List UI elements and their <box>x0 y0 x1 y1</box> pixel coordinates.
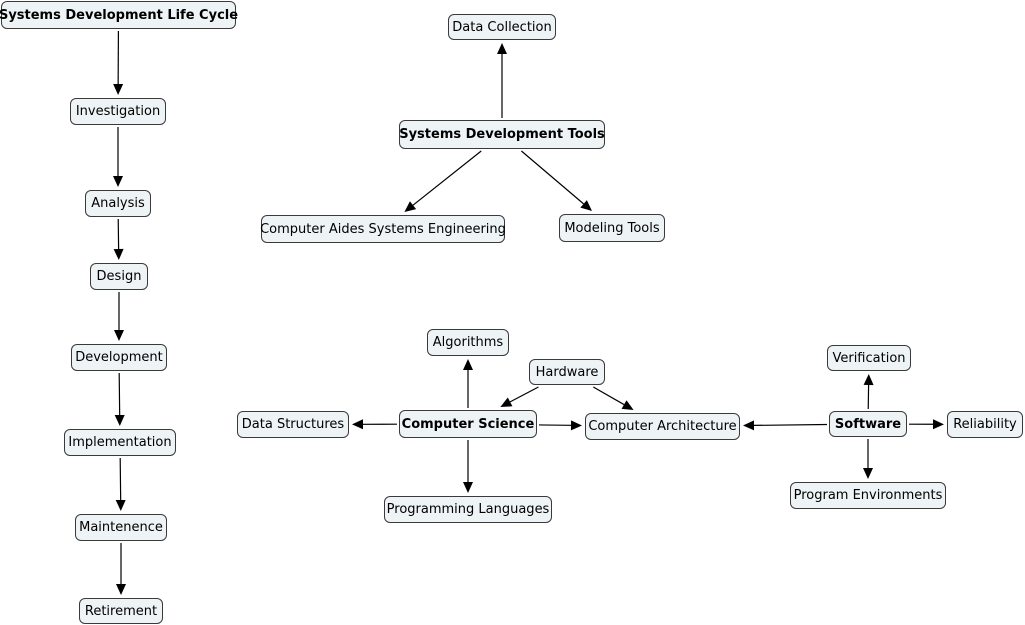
edge-development-to-implementation <box>114 372 125 426</box>
edge-computer_science-to-computer_architecture <box>538 420 582 431</box>
edge-sdt-to-modeling_tools <box>521 150 592 211</box>
edge-maintenence-to-retirement <box>116 543 126 595</box>
node-systems-development-tools[interactable]: Systems Development Tools <box>399 120 605 149</box>
edge-hardware-to-computer_architecture <box>592 386 634 410</box>
node-data-structures[interactable]: Data Structures <box>237 411 349 438</box>
node-retirement[interactable]: Retirement <box>79 598 163 624</box>
edge-computer_science-to-programming_languages <box>463 440 473 493</box>
edge-investigation-to-analysis <box>113 127 123 187</box>
edge-sdt-to-data_collection <box>497 43 507 118</box>
node-computer-aides-systems-engineering[interactable]: Computer Aides Systems Engineering <box>260 215 506 243</box>
edge-design-to-development <box>114 292 124 341</box>
node-maintenence[interactable]: Maintenence <box>75 514 167 541</box>
node-design[interactable]: Design <box>90 263 148 290</box>
node-software[interactable]: Software <box>829 411 907 437</box>
edge-computer_science-to-data_structures <box>352 419 398 430</box>
node-verification[interactable]: Verification <box>827 345 911 371</box>
edge-hardware-to-computer_science <box>500 386 539 407</box>
node-sdlc[interactable]: Systems Development Life Cycle <box>0 1 238 29</box>
node-data-collection[interactable]: Data Collection <box>448 14 556 40</box>
edge-analysis-to-design <box>113 218 124 260</box>
node-programming-languages[interactable]: Programming Languages <box>384 496 552 523</box>
node-modeling-tools[interactable]: Modeling Tools <box>559 214 665 242</box>
node-development[interactable]: Development <box>71 344 167 371</box>
edge-software-to-computer_architecture <box>743 420 828 431</box>
node-algorithms[interactable]: Algorithms <box>427 329 509 356</box>
node-program-environments[interactable]: Program Environments <box>790 482 946 509</box>
edge-computer_science-to-algorithms <box>463 359 473 408</box>
node-computer-science[interactable]: Computer Science <box>399 410 537 438</box>
node-hardware[interactable]: Hardware <box>529 359 605 385</box>
edge-implementation-to-maintenence <box>115 457 126 511</box>
edge-software-to-reliability <box>908 419 944 430</box>
node-analysis[interactable]: Analysis <box>85 190 151 217</box>
node-reliability[interactable]: Reliability <box>947 411 1023 438</box>
edge-sdt-to-case <box>404 150 482 212</box>
node-implementation[interactable]: Implementation <box>64 429 176 456</box>
edge-software-to-verification <box>863 374 874 410</box>
node-investigation[interactable]: Investigation <box>70 98 166 125</box>
node-computer-architecture[interactable]: Computer Architecture <box>585 413 740 440</box>
edge-software-to-program_environments <box>863 439 873 479</box>
edge-sdlc-to-investigation <box>113 30 124 95</box>
